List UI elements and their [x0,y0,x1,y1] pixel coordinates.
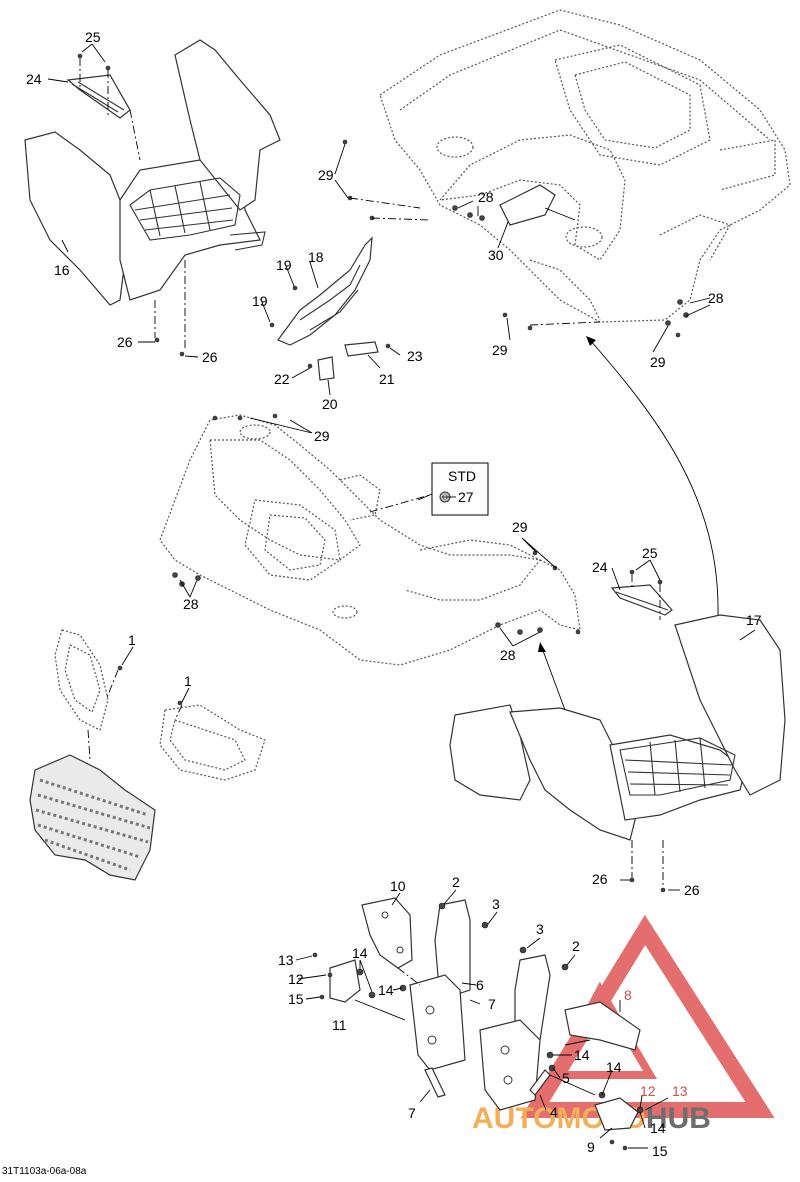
callout-1a: 1 [128,632,136,648]
callout-12a: 12 [288,971,304,987]
callout-15b: 15 [652,1143,668,1159]
small-bracket-20 [317,356,335,381]
callout-16: 16 [54,262,70,278]
callout-7a: 7 [488,996,496,1012]
callout-14b: 14 [378,982,394,998]
left-footwell [24,39,281,306]
callout-19b: 19 [252,293,268,309]
callout-28b: 28 [708,290,724,306]
bracket-9 [594,1097,639,1131]
rear-fender-hardware [342,139,689,338]
callout-8: 8 [624,987,632,1003]
footrest-24 [66,74,131,119]
bracket-11 [329,959,361,1003]
left-upright-6 [409,899,471,1071]
rear-fender [379,9,791,323]
callout-24b: 24 [592,559,608,575]
callout-15a: 15 [288,991,304,1007]
callout-13b: 13 [672,1083,688,1099]
callout-7b: 7 [408,1105,416,1121]
std-label: STD [448,468,476,484]
callout-3a: 3 [492,896,500,912]
callout-2a: 2 [452,874,460,890]
callout-2b: 2 [572,938,580,954]
callout-25b: 25 [642,545,658,561]
callout-26c: 26 [592,871,608,887]
bracket-18 [277,236,373,346]
pin-7 [424,1067,446,1098]
callout-29c: 29 [650,354,666,370]
callout-22: 22 [274,371,290,387]
callout-11: 11 [332,1017,347,1033]
bracket-8 [564,1001,641,1051]
callout-26d: 26 [684,882,700,898]
callout-14a: 14 [352,945,368,961]
callout-4: 4 [550,1104,558,1120]
callout-14e: 14 [650,1120,666,1136]
callout-17: 17 [746,612,762,628]
front-grille [29,754,156,881]
callout-5: 5 [562,1070,570,1086]
callout-10: 10 [390,878,406,894]
callout-9: 9 [587,1139,595,1155]
right-footwell [449,614,786,841]
callout-12b: 12 [640,1083,656,1099]
callout-20: 20 [322,396,338,412]
callouts: 24 25 16 26 26 18 19 19 22 20 21 23 29 2… [26,29,762,1159]
watermark-hub: HUB [646,1102,711,1135]
callout-24a: 24 [26,71,42,87]
callout-28d: 28 [500,647,516,663]
leader-lines [47,43,756,1149]
callout-30: 30 [488,247,504,263]
callout-6: 6 [476,977,484,993]
right-upright [479,954,551,1111]
callout-13a: 13 [278,952,294,968]
callout-28a: 28 [478,189,494,205]
callout-19a: 19 [276,257,292,273]
front-fender [159,414,581,666]
callout-1b: 1 [184,673,192,689]
watermark-auto: AUTO [472,1102,556,1135]
callout-23: 23 [407,348,423,364]
callout-29a: 29 [318,167,334,183]
bracket-10 [361,897,413,969]
callout-21: 21 [379,371,395,387]
small-bracket-21 [344,341,379,357]
footrest-24b [610,584,673,616]
headlight-grille-left [54,629,109,731]
callout-3b: 3 [536,921,544,937]
fender-cover-30 [499,184,556,226]
callout-25a: 25 [85,29,101,45]
callout-26b: 26 [202,349,218,365]
callout-14c: 14 [574,1047,590,1063]
callout-29d: 29 [314,428,330,444]
callout-18: 18 [308,249,324,265]
callout-27: 27 [458,489,474,505]
callout-29e: 29 [512,519,528,535]
callout-28c: 28 [183,596,199,612]
headlight-grille-right [159,704,266,781]
callout-14d: 14 [606,1059,622,1075]
diagram-reference-code: 31T1103a-06a-08a [2,1166,87,1177]
callout-29b: 29 [492,342,508,358]
callout-26a: 26 [117,334,133,350]
